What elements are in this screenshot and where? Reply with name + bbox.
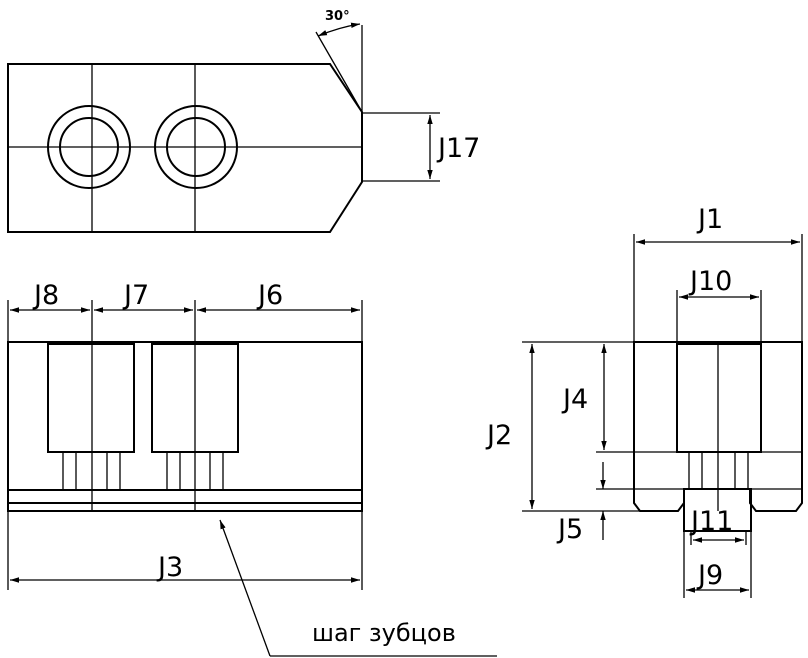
counterbore	[47, 343, 135, 453]
dim-j2-label: J2	[485, 420, 512, 451]
note-leader	[219, 519, 271, 657]
top-view-outline	[7, 63, 363, 233]
dim-j17-label: J17	[436, 133, 480, 164]
counterbore-section	[676, 343, 762, 453]
bolt-shank	[209, 451, 224, 491]
angle-arc	[317, 22, 361, 37]
dim-j4-label: J4	[561, 384, 588, 415]
dim-j8-label: J8	[32, 280, 59, 311]
dim-j6-label: J6	[256, 280, 283, 311]
bolt-shank	[688, 451, 703, 490]
front-view: J8 J7 J6 J3 шаг зубцов	[7, 280, 497, 657]
bolt-shank	[106, 451, 121, 491]
dim-j7-label: J7	[122, 280, 149, 311]
dim-j1-label: J1	[696, 204, 723, 235]
front-view-body	[7, 341, 363, 512]
bolt-hole	[154, 105, 238, 189]
tongue	[683, 488, 752, 532]
bolt-shank	[734, 451, 749, 490]
dim-j5-label: J5	[556, 514, 583, 545]
dim-j3-label: J3	[156, 552, 183, 583]
tooth-pitch-note: шаг зубцов	[312, 619, 456, 647]
bolt-shank	[62, 451, 77, 491]
bolt-shank	[166, 451, 181, 491]
dim-j11-label: J11	[689, 506, 733, 537]
bolt-hole	[47, 105, 131, 189]
top-view: J17 30°	[7, 9, 480, 233]
side-view: J1 J10 J2 J4 J5 J11 J9	[485, 204, 803, 598]
angle-label: 30°	[325, 9, 350, 24]
counterbore	[151, 343, 239, 453]
dim-j9-label: J9	[696, 560, 723, 591]
dim-j10-label: J10	[688, 266, 732, 297]
